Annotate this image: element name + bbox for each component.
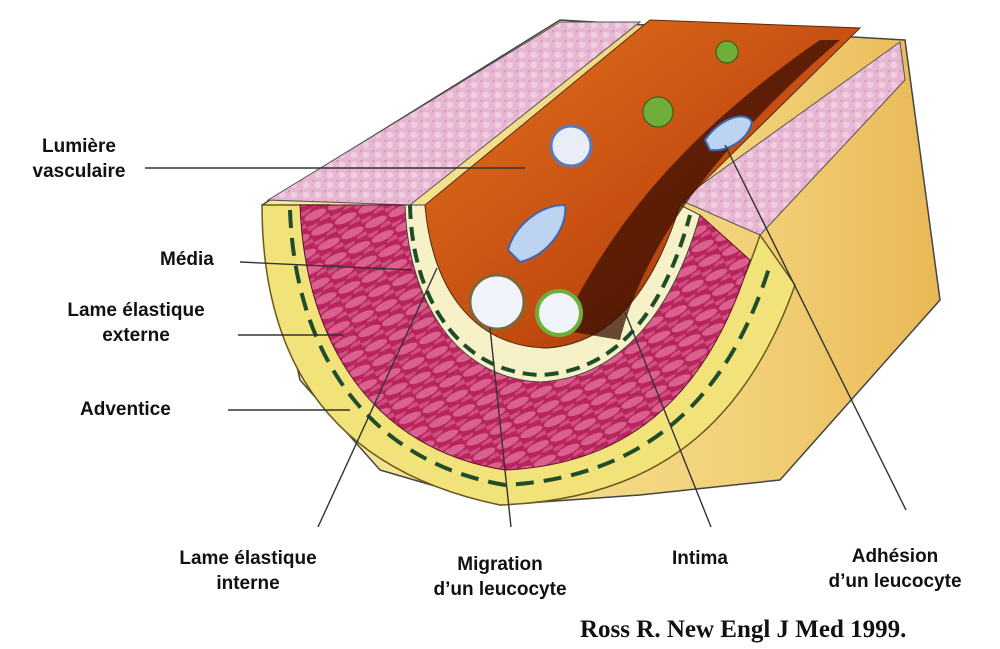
label-line: externe: [36, 323, 236, 348]
label-line: Lame élastique: [36, 298, 236, 323]
label-line: Lame élastique: [148, 546, 348, 571]
label-line: Lumière: [14, 134, 144, 159]
leukocyte-2: [643, 97, 673, 127]
leukocyte-migrating-2: [537, 291, 581, 335]
label-media: Média: [160, 247, 214, 272]
leukocyte-1: [716, 41, 738, 63]
label-lumiere-vasculaire: Lumière vasculaire: [14, 134, 144, 184]
label-line: d’un leucocyte: [395, 577, 605, 602]
label-lame-elastique-interne: Lame élastique interne: [148, 546, 348, 596]
leukocyte-migrating: [470, 275, 524, 329]
label-lame-elastique-externe: Lame élastique externe: [36, 298, 236, 348]
label-intima: Intima: [672, 546, 728, 571]
citation: Ross R. New Engl J Med 1999.: [580, 616, 906, 644]
label-adhesion-leucocyte: Adhésion d’un leucocyte: [800, 544, 990, 594]
label-line: Adhésion: [800, 544, 990, 569]
label-migration-leucocyte: Migration d’un leucocyte: [395, 552, 605, 602]
leukocyte-3: [551, 126, 591, 166]
label-line: Migration: [395, 552, 605, 577]
label-line: vasculaire: [14, 159, 144, 184]
label-adventice: Adventice: [80, 397, 171, 422]
label-line: d’un leucocyte: [800, 569, 990, 594]
label-line: interne: [148, 571, 348, 596]
